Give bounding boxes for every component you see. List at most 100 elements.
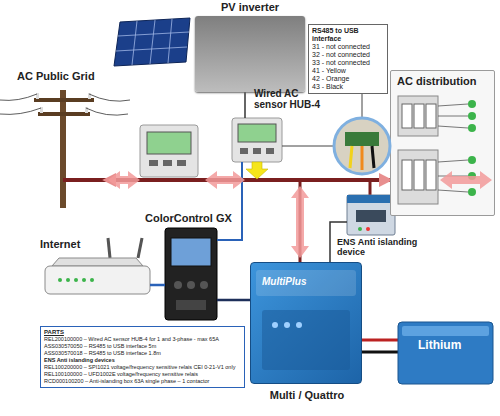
battery-logo: Lithium xyxy=(418,338,461,352)
node-text: REL200100000 – Wired AC sensor HUB-4 for… xyxy=(44,336,241,343)
connector xyxy=(105,178,390,182)
utility-pole xyxy=(0,94,130,115)
colorcontrol-device xyxy=(165,228,217,320)
multi-front-panel xyxy=(296,322,302,328)
router-node: Internet xyxy=(45,258,150,294)
node-text: 31 - not connected xyxy=(312,43,384,51)
battery xyxy=(402,326,489,336)
device-logo: MultiPlus xyxy=(262,276,306,287)
connector xyxy=(244,92,246,118)
node-text: 33 - not connected xyxy=(312,59,384,67)
router xyxy=(66,278,70,282)
multi-front-panel xyxy=(272,322,278,328)
sensor-meter xyxy=(232,118,282,162)
grid-energy-meter xyxy=(147,132,191,154)
node-text: 41 - Yellow xyxy=(312,67,384,75)
breakers xyxy=(468,112,476,120)
node-text: ASS030570050 – RS485 to USB interface 5m xyxy=(44,343,241,350)
sensor-meter xyxy=(240,148,248,154)
ens-device xyxy=(366,227,370,231)
node-text: ASS030570018 – RS485 to USB interface 1.… xyxy=(44,350,241,357)
zoom-circle xyxy=(334,118,390,174)
breakers xyxy=(402,160,412,190)
sensor-node: Wired AC sensor HUB-4 xyxy=(232,118,282,162)
router xyxy=(74,278,78,282)
zoom-circle xyxy=(334,118,390,174)
multi-front-panel xyxy=(256,270,356,296)
colorcontrol-device xyxy=(200,281,208,289)
grid-energy-meter xyxy=(163,160,172,166)
breakers xyxy=(438,104,468,128)
breakers xyxy=(468,124,476,132)
utility-pole xyxy=(63,178,106,182)
breakers xyxy=(468,188,476,196)
zoom-circle xyxy=(372,146,374,168)
grid-energy-meter xyxy=(140,125,198,177)
node-heading: PV inverter xyxy=(195,1,305,13)
breakers xyxy=(398,96,476,204)
solar-panel xyxy=(114,18,190,66)
power-flow-arrows xyxy=(205,171,245,189)
pv-inverter-box: PV inverter xyxy=(195,16,305,92)
breakers xyxy=(468,156,476,164)
colorcontrol-device xyxy=(165,228,217,320)
breakers xyxy=(414,104,424,128)
node-heading: ColorControl GX xyxy=(145,212,232,224)
utility-pole xyxy=(34,98,94,102)
colorcontrol-device xyxy=(171,238,211,266)
utility-pole xyxy=(0,90,130,208)
measurement-arrow xyxy=(246,162,268,179)
colorcontrol-device xyxy=(176,300,206,310)
node-heading: AC Public Grid xyxy=(17,70,117,82)
power-flow-arrows xyxy=(108,171,140,189)
node-heading: RS485 to USB interface xyxy=(312,27,384,43)
node-text: ENS Anti islanding devices xyxy=(44,357,241,364)
multi-front-panel xyxy=(256,270,356,370)
breakers xyxy=(398,150,438,204)
node-heading: PARTS xyxy=(44,329,241,336)
connector xyxy=(217,299,250,302)
connector xyxy=(217,162,242,240)
grid-energy-meter xyxy=(149,160,158,166)
router xyxy=(45,266,150,294)
battery xyxy=(362,339,398,342)
colorcontrol-device xyxy=(174,281,182,289)
router xyxy=(82,278,86,282)
node-text: 32 - not connected xyxy=(312,51,384,59)
multi-front-panel xyxy=(284,322,290,328)
node-text: REL100200000 – SPI1021 voltage/frequency… xyxy=(44,364,241,371)
ens-node: ENS Anti islanding device xyxy=(347,195,395,235)
callout-box: RS485 to USB interface31 - not connected… xyxy=(308,24,388,94)
power-flow-arrows xyxy=(440,171,492,189)
bus-wire xyxy=(369,180,372,195)
node-heading: Multi / Quattro xyxy=(251,389,363,401)
zoom-circle xyxy=(361,146,364,170)
power-flow-arrows xyxy=(108,171,492,258)
sensor-meter xyxy=(253,148,261,154)
node-heading: AC distribution xyxy=(397,75,476,87)
multi-front-panel xyxy=(262,310,350,370)
connector xyxy=(150,284,165,287)
breakers xyxy=(426,160,436,190)
router xyxy=(108,238,110,258)
grid-node: AC Public Grid xyxy=(15,66,105,200)
solar-panel xyxy=(168,19,172,63)
breakers xyxy=(468,100,476,108)
power-flow-arrows xyxy=(291,186,309,258)
node-text: RCD000100200 – Anti-islanding box 63A si… xyxy=(44,378,241,385)
solar-panel xyxy=(150,20,155,64)
node-text: 42 - Orange xyxy=(312,75,384,83)
measurement-arrow xyxy=(246,162,268,179)
zoom-circle xyxy=(345,132,379,146)
battery xyxy=(398,322,493,384)
colorcontrol-device xyxy=(187,281,195,289)
battery xyxy=(362,351,398,354)
utility-pole xyxy=(38,112,90,116)
solar-panel xyxy=(114,18,190,66)
router xyxy=(58,278,62,282)
sensor-meter xyxy=(266,148,274,154)
sensor-meter xyxy=(232,118,282,162)
